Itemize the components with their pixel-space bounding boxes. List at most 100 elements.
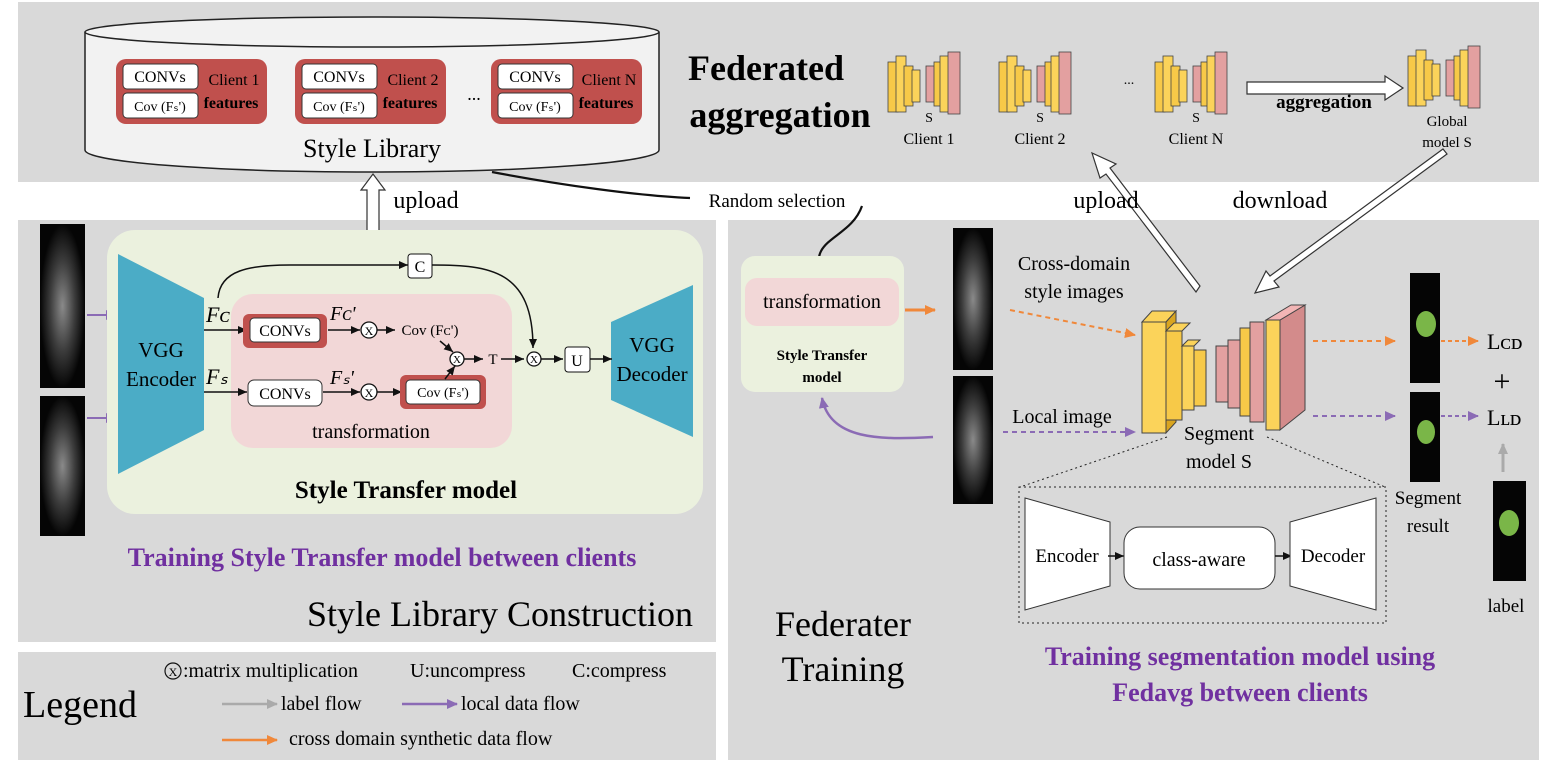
vgg-encoder-label-2: Encoder: [126, 367, 196, 391]
client-1-caption: Client 1: [903, 131, 954, 148]
compress-node: [407, 253, 433, 279]
fc-label: Fᴄ: [205, 302, 230, 327]
s-label: S: [1036, 111, 1044, 126]
style-transfer-mini-label-1: Style Transfer: [777, 348, 868, 364]
client-1-label: Client 1: [208, 72, 259, 89]
vgg-decoder-shape: [611, 285, 693, 437]
local-image: [953, 376, 993, 504]
segment-model-label-2: model S: [1186, 451, 1252, 473]
transformation-label: transformation: [312, 421, 430, 443]
client-2-model-icon: [998, 51, 1072, 115]
fs-prime-label: Fₛ': [329, 367, 355, 389]
segment-result-label-1: Segment: [1395, 488, 1462, 509]
legend-label-flow: label flow: [281, 693, 362, 715]
fc-prime-label: Fᴄ': [329, 303, 356, 325]
fs-label: Fₛ: [205, 364, 228, 389]
style-transfer-mini-label-2: model: [802, 370, 841, 386]
vgg-encoder-label-1: VGG: [138, 338, 184, 362]
training-style-transfer-caption: Training Style Transfer model between cl…: [128, 543, 637, 572]
segment-mask: [1416, 311, 1436, 337]
zoom-line: [1266, 436, 1386, 488]
zoom-line: [1019, 436, 1168, 488]
cross-domain-label-2: style images: [1024, 281, 1124, 303]
input-scan-image: [40, 224, 85, 388]
cross-domain-style-image: [953, 228, 993, 370]
style-library-title: Style Library: [303, 134, 441, 163]
cov-fc-label: Cov (Fᴄ'): [402, 323, 459, 339]
client-n-caption: Client N: [1169, 131, 1224, 148]
flow-line: [431, 264, 537, 349]
global-model-icon: [1407, 45, 1481, 109]
cross-domain-to-model-arrow: [1009, 309, 1136, 338]
vgg-decoder-label-2: Decoder: [616, 362, 687, 386]
matmul-symbol: X: [530, 354, 538, 366]
transformation-mini-box: [745, 278, 899, 326]
upload-label-right: upload: [1073, 188, 1138, 214]
convs-label: CONVs: [509, 69, 561, 86]
download-label: download: [1233, 188, 1328, 214]
segment-result-label-2: result: [1407, 516, 1450, 537]
aggregation-label: aggregation: [1276, 92, 1372, 113]
s-label: S: [1192, 111, 1200, 126]
upload-to-aggregation-arrow: [1091, 151, 1201, 294]
convs-label: CONVs: [259, 386, 311, 403]
client-n-features-block: CONVs Cov (Fₛ') Client N features: [491, 59, 642, 124]
loss-ld-label: Lʟᴅ: [1487, 405, 1521, 430]
legend-local-data-flow: local data flow: [461, 693, 580, 715]
features-label: features: [383, 95, 438, 112]
cov-fs-label: Cov (Fₛ'): [417, 386, 469, 401]
convs-label: CONVs: [313, 69, 365, 86]
ellipsis: ...: [1124, 73, 1135, 88]
legend-uncompress: U:uncompress: [410, 660, 526, 682]
matmul-legend-icon: [164, 662, 182, 680]
u-label: U: [571, 353, 583, 370]
random-selection-label: Random selection: [709, 191, 846, 212]
segment-model-icon: [1140, 304, 1307, 435]
global-model-label-1: Global: [1427, 114, 1468, 130]
client-n-model-icon: [1154, 51, 1228, 115]
t-label: T: [488, 352, 497, 368]
federater-title-2: Training: [782, 649, 905, 689]
decoder-label: Decoder: [1301, 546, 1366, 567]
federated-aggregation-title-1: Federated: [688, 48, 844, 88]
client-1-features-block: CONVs Cov (Fₛ') Client 1 features: [116, 59, 267, 124]
client-n-label: Client N: [582, 72, 637, 89]
matmul-symbol: X: [169, 665, 178, 679]
class-aware-box: [1123, 526, 1276, 590]
s-label: S: [925, 111, 933, 126]
flow-line: [217, 261, 408, 299]
legend-title: Legend: [23, 684, 137, 726]
cov-fs-label: Cov (Fₛ'): [313, 100, 365, 115]
style-transfer-model-title: Style Transfer model: [295, 477, 517, 504]
features-label: features: [579, 95, 634, 112]
global-model-label-2: model S: [1422, 135, 1472, 151]
encoder-shape: [1024, 497, 1111, 611]
aggregation-arrow: [1246, 74, 1405, 102]
flow-line: [444, 365, 456, 380]
client-2-features-block: CONVs Cov (Fₛ') Client 2 features: [295, 59, 446, 124]
federater-title-1: Federater: [775, 604, 911, 644]
client-2-caption: Client 2: [1014, 131, 1065, 148]
client-1-model-icon: [887, 51, 961, 115]
cross-domain-label-1: Cross-domain: [1018, 253, 1130, 275]
matmul-symbol: X: [365, 386, 374, 400]
decoder-shape: [1289, 497, 1377, 611]
label-caption: label: [1488, 596, 1525, 617]
matmul-symbol: X: [453, 354, 461, 366]
c-label: C: [415, 259, 426, 276]
cov-fs-label: Cov (Fₛ'): [134, 100, 186, 115]
convs-block-style: [247, 379, 323, 407]
features-label: features: [204, 95, 259, 112]
segment-detail-box: [1018, 486, 1387, 624]
legend-synthetic-flow: cross domain synthetic data flow: [289, 728, 553, 750]
cov-fs-label: Cov (Fₛ'): [509, 100, 561, 115]
flow-line: [439, 340, 454, 353]
legend-compress: C:compress: [572, 660, 667, 682]
vgg-decoder-label-1: VGG: [629, 333, 675, 357]
training-segmentation-caption-1: Training segmentation model using: [1045, 642, 1435, 671]
style-library-construction-title: Style Library Construction: [307, 594, 693, 634]
convs-label: CONVs: [134, 69, 186, 86]
local-image-label: Local image: [1012, 406, 1112, 428]
